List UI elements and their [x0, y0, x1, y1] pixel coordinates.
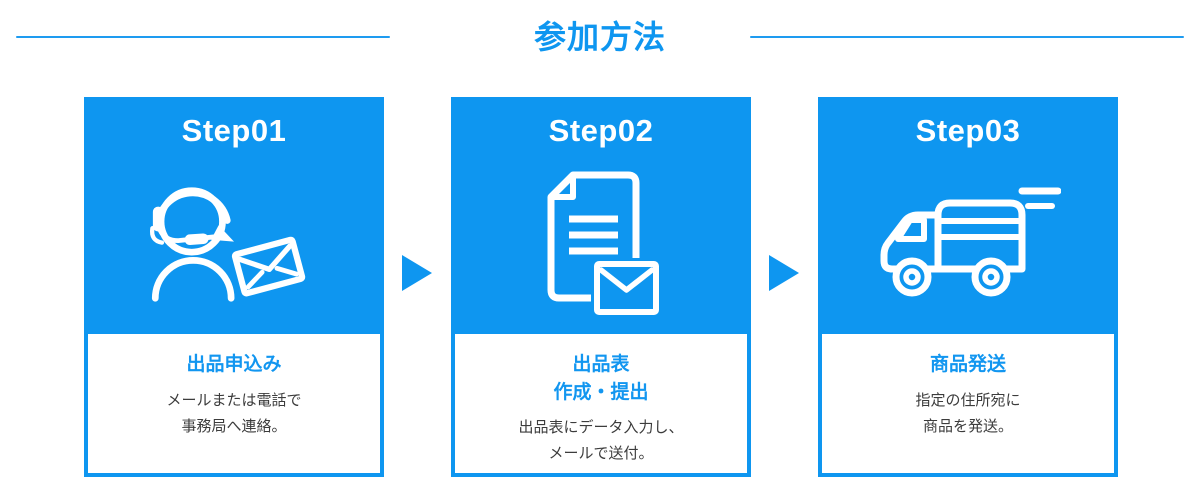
step-1-description: メールまたは電話で 事務局へ連絡。 — [166, 388, 301, 441]
header: 参加方法 — [0, 0, 1200, 70]
step-1-icon-wrap — [138, 149, 330, 334]
step-card-1-top: Step01 — [88, 101, 380, 334]
step-1-desc-line1: メールまたは電話で — [166, 391, 302, 409]
title-rule-left — [16, 36, 390, 38]
step-card-1: Step01 — [84, 97, 384, 477]
step-3-description: 指定の住所宛に 商品を発送。 — [915, 388, 1020, 441]
step-1-title-line1: 出品申込み — [186, 354, 282, 375]
headset-operator-envelope-icon — [138, 172, 330, 317]
step-2-label: Step02 — [548, 113, 654, 148]
step-card-3: Step03 — [818, 97, 1118, 477]
step-1-title: 出品申込み — [186, 351, 281, 379]
delivery-truck-icon — [876, 183, 1061, 305]
step-3-title: 商品発送 — [930, 351, 1006, 379]
step-2-desc-line2: メールで送付。 — [548, 445, 654, 463]
step-1-label: Step01 — [181, 113, 287, 148]
title-rule-right — [750, 36, 1184, 38]
right-triangle-arrow — [402, 255, 432, 291]
step-card-2-bottom: 出品表 作成・提出 出品表にデータ入力し、 メールで送付。 — [455, 334, 747, 468]
step-2-title: 出品表 作成・提出 — [553, 351, 648, 406]
step-3-desc-line2: 商品を発送。 — [922, 417, 1013, 435]
step-card-2: Step02 出品表 作成・提出 — [451, 97, 751, 477]
step-3-desc-line1: 指定の住所宛に — [915, 391, 1021, 409]
step-card-3-bottom: 商品発送 指定の住所宛に 商品を発送。 — [822, 334, 1114, 440]
step-3-title-line1: 商品発送 — [929, 354, 1006, 375]
step-3-label: Step03 — [915, 113, 1021, 148]
step-2-title-line2: 作成・提出 — [553, 381, 649, 403]
step-card-1-bottom: 出品申込み メールまたは電話で 事務局へ連絡。 — [88, 334, 380, 440]
step-1-desc-line2: 事務局へ連絡。 — [181, 417, 287, 435]
step-card-3-top: Step03 — [822, 101, 1114, 334]
step-2-icon-wrap — [540, 149, 662, 334]
step-2-description: 出品表にデータ入力し、 メールで送付。 — [518, 415, 683, 468]
step-2-desc-line1: 出品表にデータ入力し、 — [518, 419, 684, 437]
page-title: 参加方法 — [533, 19, 666, 55]
right-triangle-arrow — [769, 255, 799, 291]
step-2-title-line1: 出品表 — [572, 354, 630, 375]
step-card-2-top: Step02 — [455, 101, 747, 334]
document-envelope-icon — [540, 171, 662, 318]
step-3-icon-wrap — [876, 149, 1061, 334]
